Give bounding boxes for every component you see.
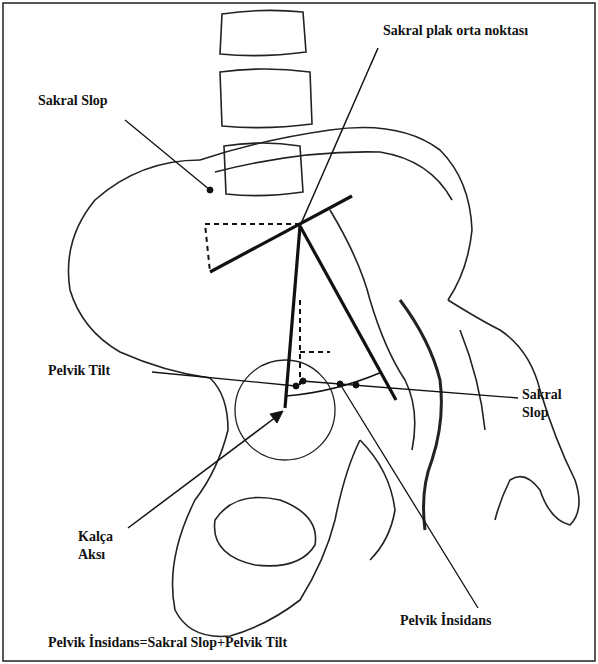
arrow-head <box>270 411 283 423</box>
horizontal-reference <box>205 224 300 272</box>
sacrum-back <box>448 300 579 525</box>
sacrum-front <box>330 210 415 450</box>
leader-dot <box>207 187 213 193</box>
leader-dot <box>293 383 299 389</box>
angle-label: Sakral Slop <box>522 386 582 421</box>
vertebra <box>220 10 306 55</box>
vertebra <box>220 69 312 128</box>
iliac-crest <box>200 128 472 301</box>
sacrum-crest <box>460 330 485 430</box>
ischium <box>360 440 395 560</box>
point-label: Sakral plak orta noktası <box>383 22 588 40</box>
frame <box>3 3 595 661</box>
obturator-foramen <box>215 498 316 566</box>
angle-label: Sakral Slop <box>38 92 158 110</box>
leader-arrow <box>128 414 280 528</box>
horizontal-reference <box>300 351 330 353</box>
leader-line <box>125 120 210 190</box>
sacrum-cortex <box>400 300 441 530</box>
leader-line <box>302 381 518 398</box>
sacral-endplate-line <box>210 196 352 272</box>
hip-axis-line <box>285 226 300 408</box>
angle-label: Pelvik Tilt <box>48 362 158 380</box>
angle-label: Pelvik İnsidans <box>400 612 540 630</box>
leader-dot <box>353 382 359 388</box>
iliac-crest-inner <box>215 152 452 200</box>
perpendicular-line <box>300 226 396 400</box>
leader-line <box>340 384 478 608</box>
axis-label: Kalça Aksı <box>78 528 138 563</box>
leader-line <box>152 372 296 386</box>
formula-label: Pelvik İnsidans=Sakral Slop+Pelvik Tilt <box>48 634 408 652</box>
pelvis-outline <box>68 160 360 636</box>
leader-dot <box>300 378 306 384</box>
femoral-head <box>235 360 335 460</box>
vertical-reference <box>299 300 301 385</box>
vertebra <box>224 143 303 196</box>
leader-dot <box>337 381 343 387</box>
perpendicular-line <box>300 48 378 226</box>
